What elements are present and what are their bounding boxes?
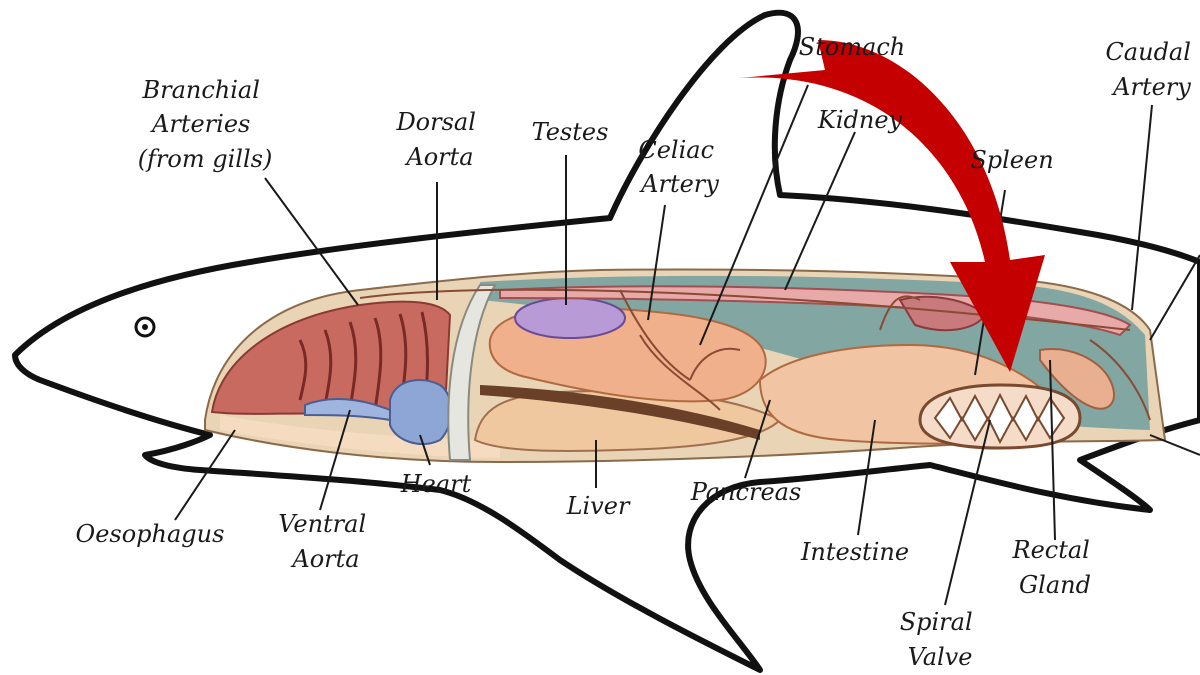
label-spleen: Spleen (970, 146, 1053, 174)
label-heart: Heart (400, 470, 472, 498)
testes (515, 298, 625, 338)
label-rectal-gland: Rectal Gland (1012, 536, 1098, 599)
label-testes: Testes (532, 118, 609, 146)
leader-tail (1150, 435, 1200, 455)
spiral-valve (920, 385, 1080, 448)
label-oesophagus: Oesophagus (76, 520, 225, 548)
label-dorsal-aorta: Dorsal Aorta (395, 108, 483, 171)
label-ventral-aorta: Ventral Aorta (278, 510, 374, 573)
label-branchial: Branchial Arteries (from gills) (138, 76, 273, 173)
label-spiral-valve: Spiral Valve (900, 608, 981, 671)
label-caudal-artery: Caudal Artery (1105, 38, 1198, 101)
label-pancreas: Pancreas (690, 478, 802, 506)
label-liver: Liver (566, 492, 631, 520)
label-intestine: Intestine (800, 538, 909, 566)
label-kidney: Kidney (817, 106, 903, 134)
label-stomach: Stomach (799, 33, 906, 61)
